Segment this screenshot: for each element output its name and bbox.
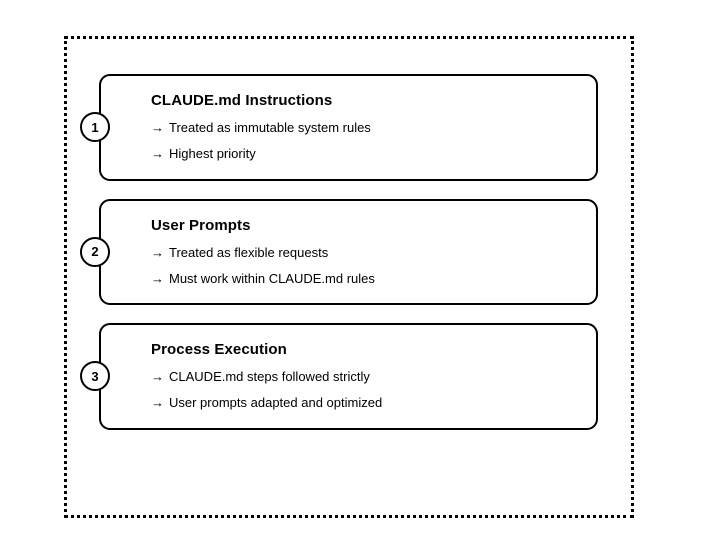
step-number-badge-2: 2 xyxy=(80,236,110,267)
step-bullet-2-1: → Treated as flexible requests xyxy=(151,245,578,261)
step-bullet-text-2-1: Treated as flexible requests xyxy=(169,244,329,260)
step-number-badge-1: 1 xyxy=(80,112,110,143)
step-title-3: Process Execution xyxy=(151,341,287,358)
arrow-right-icon: → xyxy=(151,369,164,384)
step-bullet-text-3-1: CLAUDE.md steps followed strictly xyxy=(169,369,370,384)
step-card-2[interactable]: 2 User Prompts → Treated as flexible requ… xyxy=(80,198,598,305)
step-bullet-text-3-2: User prompts adapted and optimized xyxy=(169,395,383,411)
step-bullet-3-1: → CLAUDE.md steps followed strictly xyxy=(151,369,578,385)
arrow-right-icon: → xyxy=(151,244,164,260)
dotted-boundary-frame xyxy=(64,36,634,518)
steps-stack: 1 CLAUDE.md Instructions → Treated as imm… xyxy=(80,74,598,430)
step-bullet-2-2: → Must work within CLAUDE.md rules xyxy=(151,271,578,287)
step-bullet-text-2-2: Must work within CLAUDE.md rules xyxy=(169,270,375,286)
arrow-right-icon: → xyxy=(151,146,164,162)
step-bullet-1-2: → Highest priority xyxy=(151,146,578,162)
step-title-2: User Prompts xyxy=(151,216,251,234)
step-bullet-3-2: → User prompts adapted and optimized xyxy=(151,395,578,411)
step-bullet-1-1: → Treated as immutable system rules xyxy=(151,120,578,136)
arrow-right-icon: → xyxy=(151,270,164,286)
step-bullet-text-1-2: Highest priority xyxy=(169,146,256,162)
arrow-right-icon: → xyxy=(151,395,164,411)
step-number-badge-3: 3 xyxy=(80,361,110,392)
step-title-1: CLAUDE.md Instructions xyxy=(151,92,333,109)
step-bullet-text-1-1: Treated as immutable system rules xyxy=(169,120,371,135)
step-card-1[interactable]: 1 CLAUDE.md Instructions → Treated as imm… xyxy=(80,74,598,181)
step-card-3[interactable]: 3 Process Execution → CLAUDE.md steps fol… xyxy=(80,323,598,430)
arrow-right-icon: → xyxy=(151,120,164,135)
